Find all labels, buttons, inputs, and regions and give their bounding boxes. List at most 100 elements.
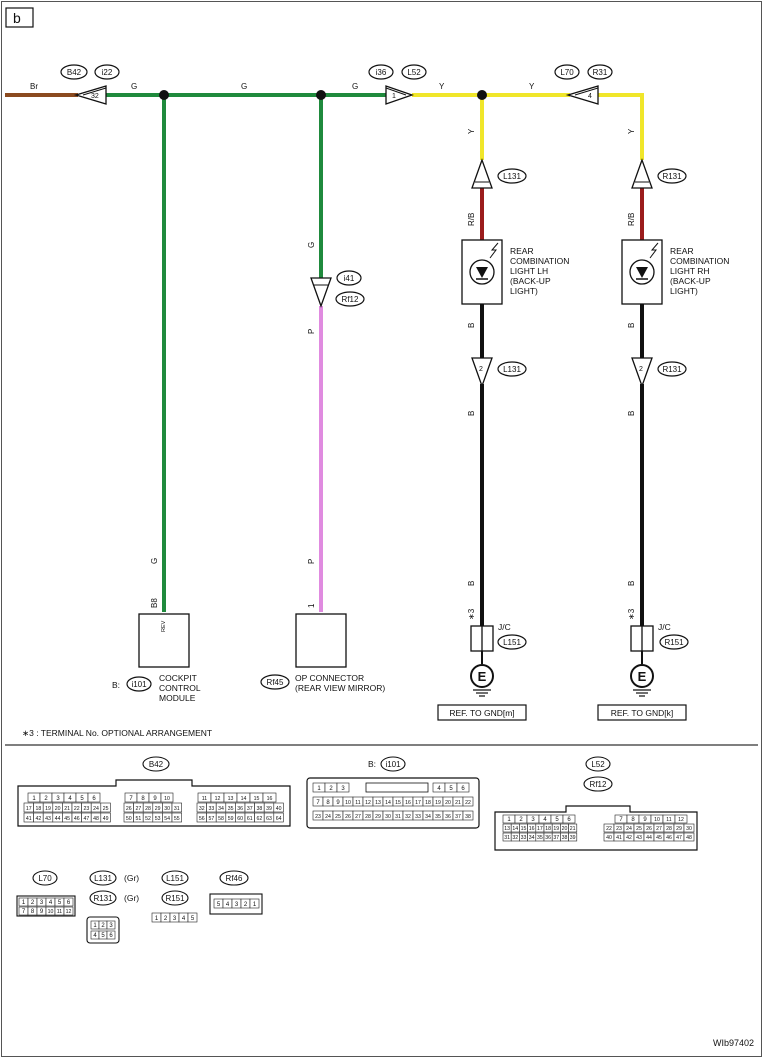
wire-label: Br (30, 82, 38, 91)
pin-cell-label: 34 (218, 806, 224, 812)
pin-cell-label: 28 (145, 806, 151, 812)
component-label: COCKPIT (159, 673, 197, 683)
pin-cell (100, 802, 111, 813)
splice-point (159, 90, 169, 100)
rear-combination-light-rh: REAR COMBINATION LIGHT RH (BACK-UP LIGHT… (621, 239, 729, 305)
component-label: LIGHT RH (670, 266, 710, 276)
pin-cell-label: 1 (317, 786, 321, 792)
connector-label: Rf12 (342, 295, 359, 304)
pin-cell-label: 46 (74, 816, 80, 822)
wire-label: Y (529, 82, 535, 91)
pin-cell-label: 30 (686, 826, 692, 832)
pin-cell-label: 8 (631, 817, 635, 823)
pin-cell-label: 9 (153, 796, 157, 802)
pin-cell-label: 24 (325, 814, 331, 820)
pin-cell (63, 897, 74, 907)
wire-label: G (150, 558, 159, 564)
footnote: ∗3 : TERMINAL No. OPTIONAL ARRANGEMENT (22, 728, 212, 738)
pin-cell-label: 11 (666, 817, 671, 823)
rear-combination-light-lh: REAR COMBINATION LIGHT LH (BACK-UP LIGHT… (461, 239, 569, 305)
connector-l131-bottom: 2 L131 (471, 357, 527, 388)
wire-y-rh (598, 93, 644, 160)
pin-cell-label: 6 (109, 933, 113, 939)
connector-label: L70 (560, 68, 574, 77)
pin-cell-label: 52 (145, 816, 151, 822)
pin-cell-label: 30 (164, 806, 170, 812)
pin-cell-label: 3 (56, 796, 60, 802)
connector-label: R31 (593, 68, 608, 77)
pin-cell-label: 8 (326, 800, 330, 806)
cockpit-control-module: REV B8 B: i101 COCKPIT CONTROL MODULE (112, 598, 201, 703)
pin-cell-label: 39 (570, 835, 576, 841)
pin-cell-label: 23 (84, 806, 90, 812)
pin-cell-label: 6 (567, 817, 571, 823)
pin-cell-label: 49 (103, 816, 109, 822)
pin-cell-label: 29 (155, 806, 161, 812)
pin-cell-label: 44 (646, 835, 652, 841)
pin-cell-label: 5 (555, 817, 559, 823)
pin-cell-label: 32 (405, 814, 411, 820)
pin-cell-label: 63 (266, 816, 272, 822)
pin-cell-label: 37 (553, 835, 559, 841)
pin-cell-label: 22 (465, 800, 471, 806)
pin-cell-label: 33 (415, 814, 421, 820)
component-label: LIGHT) (510, 286, 538, 296)
pin-number: ∗3 (627, 608, 636, 620)
pin-cell-label: 24 (93, 806, 99, 812)
pin-cell-label: 26 (646, 826, 652, 832)
pin-cell-label: 57 (209, 816, 215, 822)
connector-r131-bottom: 2 R131 (631, 357, 687, 388)
ref-gnd-label: REF. TO GND[m] (449, 708, 514, 718)
pin-cell-label: 11 (57, 909, 62, 915)
pin-cell-label: 36 (545, 835, 551, 841)
connector-i41-rf12: i41 Rf12 (310, 270, 365, 308)
pin-cell (273, 802, 284, 813)
section-label-box (5, 7, 34, 28)
pin-cell-label: 1 (155, 916, 159, 922)
ground-icon (470, 664, 494, 688)
pin-cell-label: 29 (676, 826, 682, 832)
connector-view-title: Rf12 (590, 780, 607, 789)
connector-arrow-icon (631, 158, 653, 189)
pin-cell-label: 5 (191, 916, 195, 922)
pin-number: 1 (307, 603, 316, 608)
pin-cell-label: 45 (64, 816, 70, 822)
pin-cell-label: 56 (199, 816, 205, 822)
pin-cell-label: 42 (626, 835, 632, 841)
pin-cell-label: 9 (643, 817, 647, 823)
pin-cell-label: 14 (512, 826, 518, 832)
pin-cell-label: 10 (48, 909, 54, 915)
pin-cell (674, 814, 688, 824)
joint-connector-lh: ∗3 J/C L151 E REF. TO GND[m] (437, 608, 527, 721)
component-label: LIGHT) (670, 286, 698, 296)
connector-arrow-icon (631, 357, 653, 388)
pin-cell-label: 10 (345, 800, 351, 806)
pin-cell-label: 10 (164, 796, 170, 802)
pin-number: 1 (392, 93, 396, 100)
pin-cell-label: 2 (44, 796, 48, 802)
pin-cell-label: 32 (512, 835, 518, 841)
pin-cell-label: 40 (276, 806, 282, 812)
pin-cell-label: 48 (686, 835, 692, 841)
ref-gnd-label: REF. TO GND[k] (611, 708, 674, 718)
pin-cell-label: 60 (237, 816, 243, 822)
pin-cell-label: 4 (226, 902, 230, 908)
component-label: REAR (670, 246, 694, 256)
component-label: J/C (658, 622, 671, 632)
component-label: COMBINATION (510, 256, 569, 266)
pin-cell-label: 58 (218, 816, 224, 822)
pin-cell-label: 9 (40, 909, 44, 915)
pin-cell-label: 3 (40, 900, 44, 906)
pin-cell-label: 16 (529, 826, 535, 832)
pin-number: 32 (91, 93, 99, 100)
component-prefix: B: (112, 680, 120, 690)
pin-cell-label: 1 (93, 923, 97, 929)
pin-cell-label: 38 (257, 806, 263, 812)
wire-label: G (307, 242, 316, 248)
connector-label: R131 (662, 365, 682, 374)
pin-cell-label: 40 (606, 835, 612, 841)
